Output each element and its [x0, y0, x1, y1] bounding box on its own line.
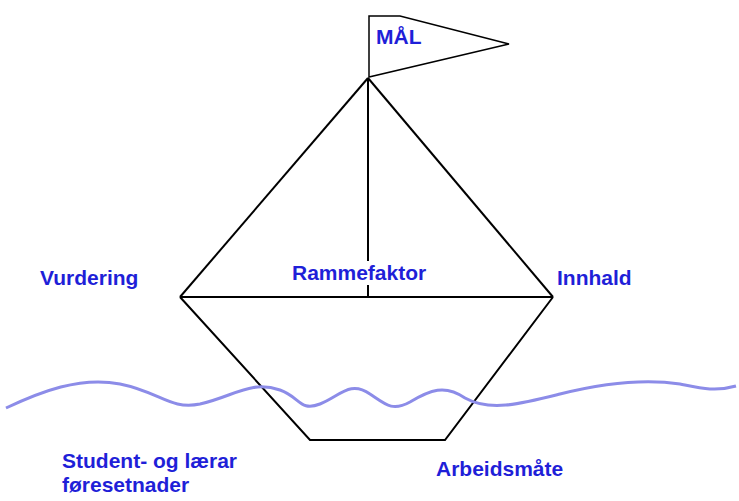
wave-line: [6, 382, 736, 408]
element-label: Innhald: [557, 266, 632, 290]
flag-node: MÅL: [368, 15, 510, 78]
deck-line: [180, 296, 553, 298]
element-label: Arbeidsmåte: [436, 457, 563, 481]
flag-title: MÅL: [376, 25, 422, 49]
element-label: Rammefaktor: [290, 261, 428, 285]
hull-line: [180, 297, 553, 440]
element-label: Student- og lærar føresetnader: [62, 449, 267, 497]
flag-outline: [369, 16, 509, 77]
element-label: Vurdering: [40, 266, 138, 290]
